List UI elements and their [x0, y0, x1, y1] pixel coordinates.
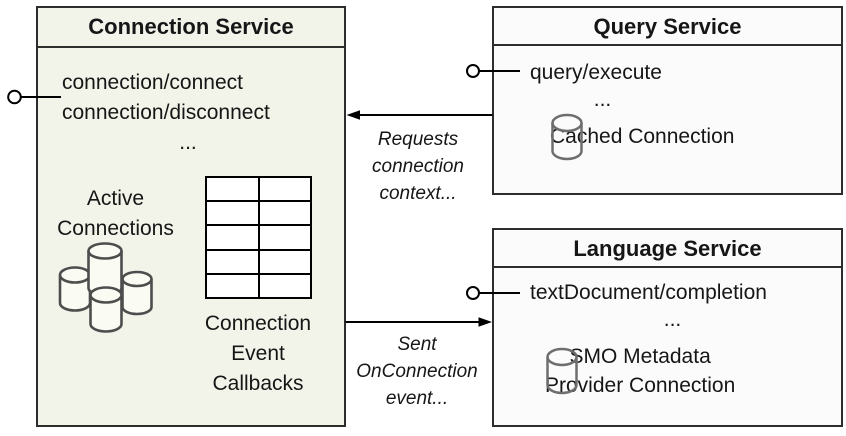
database-icon	[551, 113, 583, 160]
lollipop-interface-icon	[466, 64, 520, 78]
method-query-execute: query/execute	[530, 61, 662, 84]
database-cluster-icon	[58, 242, 153, 333]
database-icon	[546, 347, 578, 395]
lollipop-interface-icon	[466, 286, 520, 300]
requests-arrow	[346, 110, 493, 120]
method-textdocument-completion: textDocument/completion	[530, 281, 767, 304]
query-service-title: Query Service	[494, 8, 841, 46]
method-connection-disconnect: connection/disconnect	[62, 101, 270, 124]
sent-arrow	[345, 317, 492, 327]
method-connection-connect: connection/connect	[62, 71, 243, 94]
sent-arrow-label: Sent OnConnection event...	[356, 334, 478, 409]
smo-connection-label: SMO Metadata Provider Connection	[545, 345, 736, 397]
methods-ellipsis: ...	[179, 131, 197, 154]
lollipop-interface-icon	[7, 89, 61, 105]
language-service-title: Language Service	[494, 230, 841, 268]
connection-service-box: Connection Service connection/connect co…	[36, 6, 346, 427]
active-connections-label: Active Connections	[57, 187, 174, 240]
query-ellipsis: ...	[593, 88, 612, 111]
cached-connection-label: Cached Connection	[550, 125, 735, 148]
connection-service-title: Connection Service	[38, 8, 344, 48]
connection-methods: connection/connect connection/disconnect…	[62, 68, 314, 158]
query-service-box: Query Service query/execute ... Cached C…	[492, 6, 843, 195]
requests-arrow-label: Requests connection context...	[372, 129, 464, 204]
event-callbacks-label: Connection Event Callbacks	[204, 312, 312, 395]
table-grid-icon	[205, 176, 312, 299]
language-service-box: Language Service textDocument/completion…	[492, 228, 843, 427]
language-ellipsis: ...	[663, 308, 682, 331]
